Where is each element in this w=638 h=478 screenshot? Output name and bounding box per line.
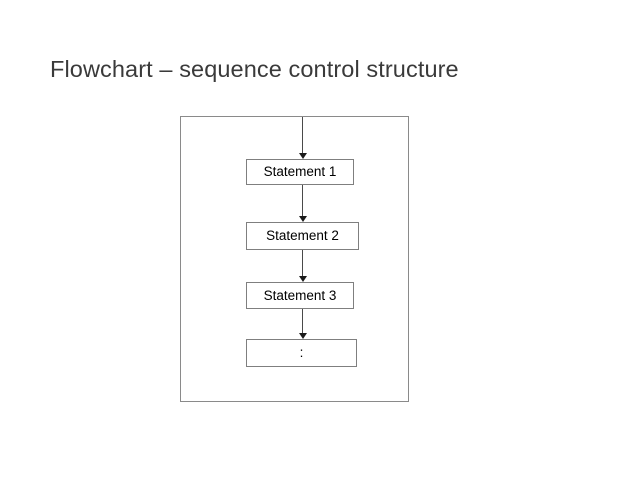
arrow-statement2-to-statement3-icon bbox=[298, 250, 307, 282]
arrow-stem bbox=[302, 185, 304, 216]
flow-node-label: Statement 1 bbox=[263, 164, 337, 180]
entry-arrow-icon bbox=[298, 117, 307, 159]
flow-node-statement-3: Statement 3 bbox=[246, 282, 354, 309]
vertical-ellipsis-icon: : bbox=[299, 345, 304, 361]
flow-node-label: Statement 2 bbox=[266, 228, 339, 244]
arrow-stem bbox=[302, 117, 304, 153]
arrow-head bbox=[298, 153, 307, 159]
page-title: Flowchart – sequence control structure bbox=[50, 56, 459, 82]
arrow-head bbox=[298, 276, 307, 282]
arrow-stem bbox=[302, 309, 304, 333]
flow-node-continuation: : bbox=[246, 339, 357, 367]
arrow-stem bbox=[302, 250, 304, 276]
flowchart-frame: Statement 1 Statement 2 Statement 3 : bbox=[180, 116, 409, 402]
flow-node-statement-1: Statement 1 bbox=[246, 159, 354, 185]
flow-node-statement-2: Statement 2 bbox=[246, 222, 359, 250]
arrow-head bbox=[298, 333, 307, 339]
arrow-statement1-to-statement2-icon bbox=[298, 185, 307, 222]
arrow-statement3-to-continuation-icon bbox=[298, 309, 307, 339]
arrow-head bbox=[298, 216, 307, 222]
flow-node-label: Statement 3 bbox=[263, 287, 337, 303]
